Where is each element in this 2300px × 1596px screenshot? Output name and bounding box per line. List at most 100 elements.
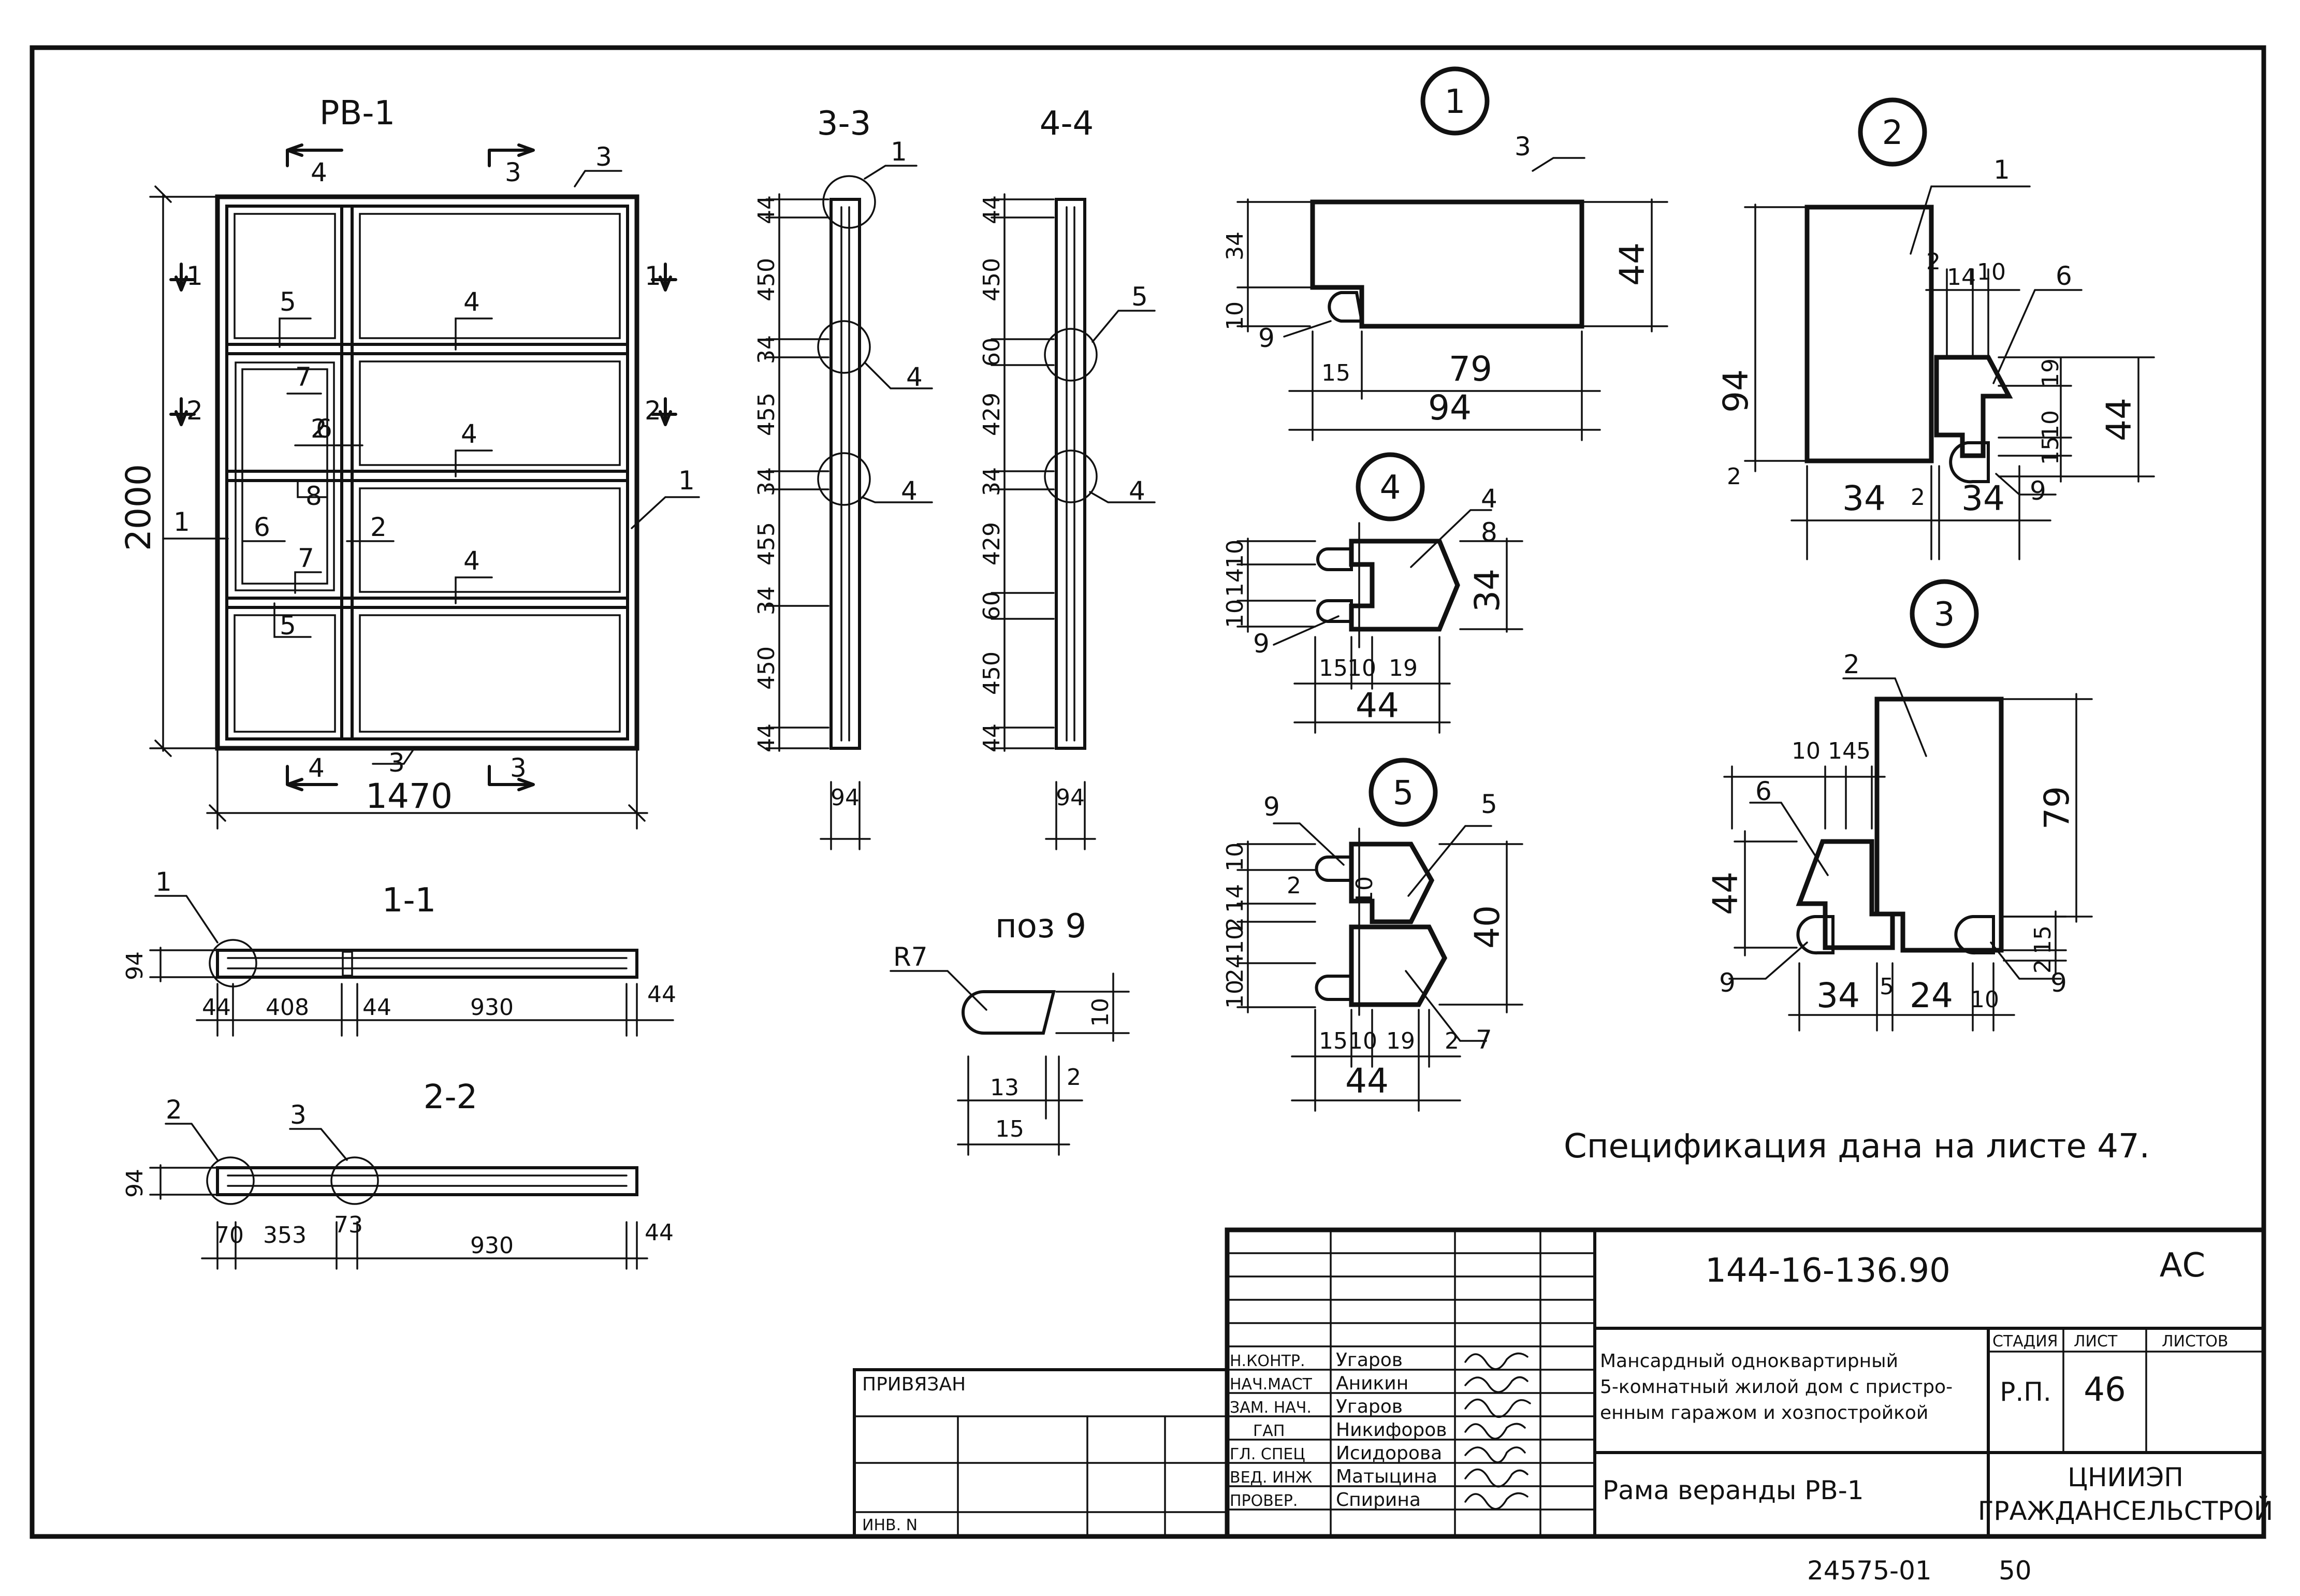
dim-label: 10 xyxy=(1792,738,1821,764)
callout-label: 3 xyxy=(290,1100,307,1130)
dim-label: 44 xyxy=(1345,1061,1389,1101)
org-name: ЦНИИЭП xyxy=(2068,1462,2183,1492)
section-2-2: 2-2 2 3 94 70 353 73 930 44 xyxy=(122,1078,674,1270)
dim-label: 450 xyxy=(753,258,780,301)
dim-label: 15 xyxy=(1319,655,1348,681)
section-title: 2-2 xyxy=(424,1078,478,1116)
callout-label: 2 xyxy=(1843,649,1860,679)
dim-label: 44 xyxy=(1612,242,1652,286)
dim-label: 455 xyxy=(753,393,780,436)
section-mark: 4 xyxy=(311,157,327,187)
section-mark: 1 xyxy=(186,261,203,291)
dim-label: 429 xyxy=(979,393,1005,436)
person-name: Никифоров xyxy=(1336,1419,1447,1441)
callout-label: 1 xyxy=(1993,155,2010,185)
dim-label: 10 xyxy=(2037,410,2064,439)
dim-label: 2 xyxy=(1727,463,1741,490)
callout-label: 9 xyxy=(2050,968,2067,998)
section-4-4: 4-4 5 4 44 450 60 429 34 429 60 450 44 9… xyxy=(979,105,1156,850)
title-block: 144-16-136.90 АС СТАДИЯ ЛИСТ ЛИСТОВ Р.П.… xyxy=(853,1227,2273,1539)
dim-label: 44 xyxy=(1706,872,1745,915)
dim-label: 13 xyxy=(990,1075,1019,1101)
dim-label: 94 xyxy=(122,1169,148,1198)
dim-label: 24 xyxy=(1222,954,1248,983)
dim-label: 10 xyxy=(1222,925,1248,954)
callout-label: 4 xyxy=(1129,476,1145,506)
dim-label: 10 xyxy=(1348,1028,1377,1054)
callout-label: 9 xyxy=(2030,476,2046,506)
dim-label: 34 xyxy=(979,467,1005,496)
privyazan-label: ПРИВЯЗАН xyxy=(862,1374,966,1395)
dim-label: 450 xyxy=(979,258,1005,301)
callout-label: 4 xyxy=(906,362,923,392)
drawing-code: 144-16-136.90 xyxy=(1705,1252,1950,1290)
section-mark: 3 xyxy=(510,753,527,783)
node-id: 1 xyxy=(1445,83,1466,121)
dim-label: 94 xyxy=(831,785,860,811)
drawing-code-suffix: АС xyxy=(2160,1246,2205,1285)
node-2-detail: 2 1 6 9 94 2 2 14 10 19 10 15 44 34 2 34 xyxy=(1716,97,2155,560)
callout-label: 6 xyxy=(1755,776,1772,806)
dim-label: 34 xyxy=(1842,478,1886,518)
callout-label: 2 xyxy=(370,512,387,542)
main-view: РВ-1 4 3 1 1 2 xyxy=(119,94,700,830)
dim-label: 34 xyxy=(753,586,780,615)
node-3-detail: 3 2 6 9 9 10 14 5 79 44 2 15 34 5 24 10 xyxy=(1706,579,2093,1032)
section-mark: 3 xyxy=(505,157,521,187)
dim-label: 15 xyxy=(995,1116,1024,1142)
dim-label: 15 xyxy=(1321,360,1350,386)
dim-label: 10 xyxy=(1351,876,1378,905)
callout-label: 1 xyxy=(678,466,695,496)
node-marker xyxy=(1420,66,1490,136)
dim-label: 2 xyxy=(2030,959,2056,974)
callout-label: 4 xyxy=(901,476,918,506)
dim-label: 44 xyxy=(753,195,780,224)
callout-label: 8 xyxy=(1481,517,1497,547)
dim-label: 5 xyxy=(1856,738,1871,764)
dim-label: 450 xyxy=(753,646,780,690)
dim-label: 15 xyxy=(2037,436,2064,465)
dim-label: 73 xyxy=(334,1212,363,1238)
dim-label: 10 xyxy=(1222,599,1248,628)
callout-label: 7 xyxy=(298,543,314,573)
node-marker xyxy=(1369,758,1438,827)
dim-label: 34 xyxy=(1961,478,2005,518)
dim-label: 930 xyxy=(470,1232,514,1259)
callout-label: 4 xyxy=(463,287,480,317)
callout-label: 1 xyxy=(891,137,907,167)
dim-label: 408 xyxy=(266,994,309,1021)
node-id: 4 xyxy=(1380,469,1401,507)
dim-label: 44 xyxy=(202,994,231,1021)
dim-label: 34 xyxy=(1816,976,1860,1015)
dim-label: 70 xyxy=(215,1222,244,1249)
section-3-3: 3-3 1 4 4 44 450 34 455 34 455 34 450 44… xyxy=(753,105,933,850)
dim-label: 34 xyxy=(753,467,780,496)
dim-label: 94 xyxy=(1716,369,1756,413)
callout-label: 5 xyxy=(280,287,296,317)
signature-marks xyxy=(1464,1352,1531,1510)
person-name: Аникин xyxy=(1336,1373,1408,1394)
project-line: енным гаражом и хозпостройкой xyxy=(1600,1402,1928,1424)
frame-outer xyxy=(215,194,639,751)
section-1-1: 1-1 1 94 44 408 44 930 44 xyxy=(122,867,676,1037)
project-line: 5-комнатный жилой дом с пристро- xyxy=(1600,1376,1953,1398)
dim-label: 94 xyxy=(1056,785,1085,811)
callout-label: 6 xyxy=(254,512,270,542)
node-marker xyxy=(1858,97,1927,167)
callout-label: 8 xyxy=(305,481,322,511)
height-dim: 2000 xyxy=(119,464,158,551)
dim-label: 14 xyxy=(1222,884,1248,913)
archive-page: 50 xyxy=(1999,1556,2032,1586)
dim-label: 10 xyxy=(1222,980,1248,1009)
detail-title: поз 9 xyxy=(995,907,1086,946)
inv-label: ИНВ. N xyxy=(862,1516,918,1534)
sheet-value: 46 xyxy=(2084,1371,2126,1409)
dim-label: 44 xyxy=(979,723,1005,752)
person-name: Угаров xyxy=(1336,1396,1403,1417)
callout-label: 2 xyxy=(166,1095,182,1125)
dim-label: 19 xyxy=(2037,358,2064,387)
dim-label: 79 xyxy=(2037,786,2077,830)
callout-label: 4 xyxy=(1481,484,1497,514)
callout-label: 7 xyxy=(295,362,312,392)
callout-label: 5 xyxy=(280,611,296,641)
